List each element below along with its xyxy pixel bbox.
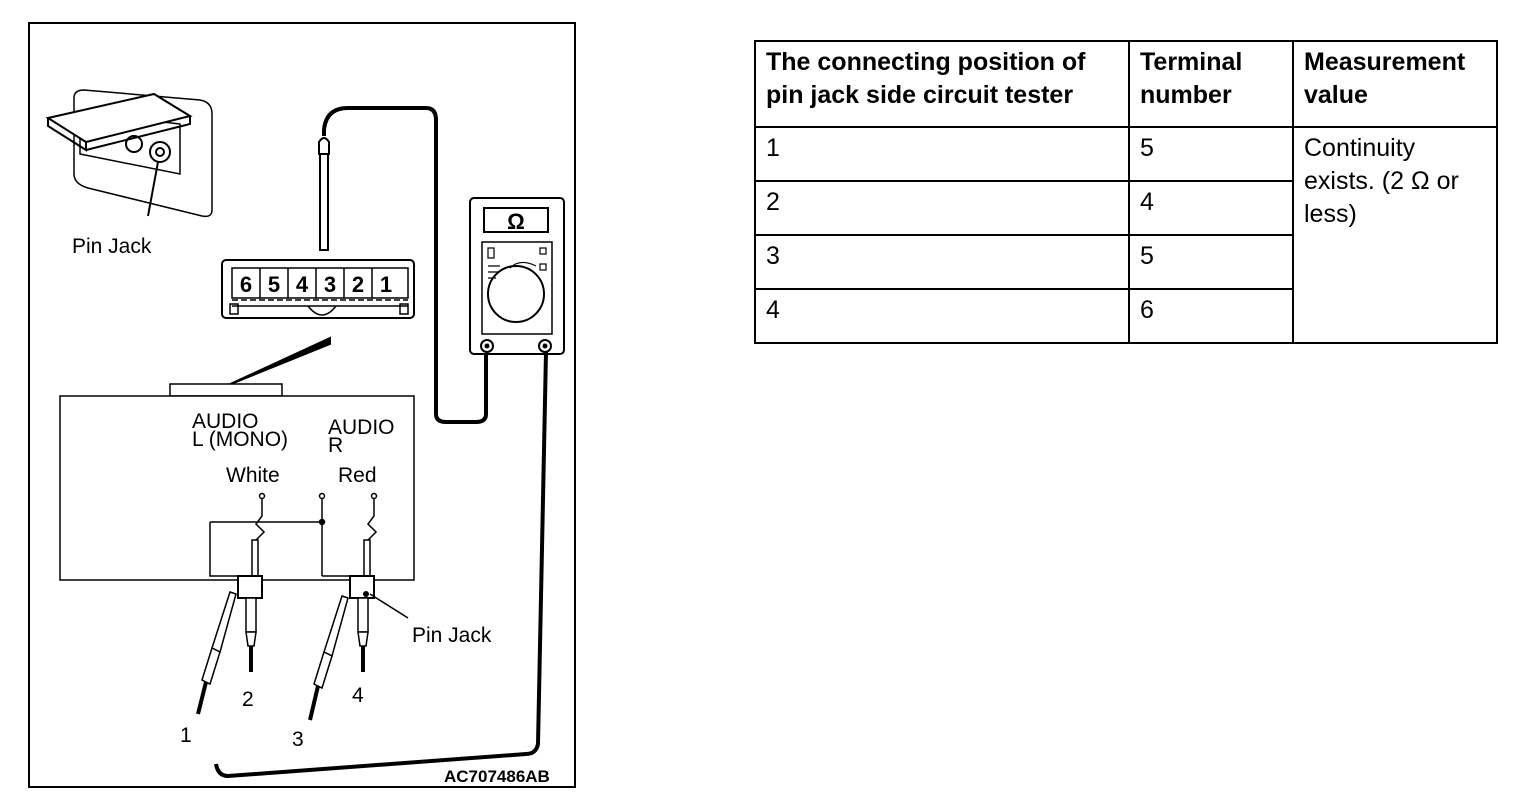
cell-terminal: 5	[1128, 126, 1294, 182]
connector-pointer-wedge	[225, 336, 331, 387]
pin-jack-panel-illustration	[45, 89, 213, 218]
connector-pin-5: 5	[268, 272, 280, 297]
cell-position: 3	[754, 234, 1130, 290]
header-connecting-position: The connecting position of pin jack side…	[754, 40, 1130, 128]
probe-lead-right	[214, 351, 548, 779]
connector-pin-3: 3	[324, 272, 336, 297]
wiring-diagram: Pin Jack 6 5 4 3 2 1	[45, 89, 565, 786]
measurement-table: The connecting position of pin jack side…	[754, 40, 1498, 344]
cell-position: 1	[754, 126, 1130, 182]
table-row: 4 6	[754, 288, 1497, 344]
connector	[221, 259, 415, 319]
cell-position: 4	[754, 288, 1130, 344]
table-row: 3 5	[754, 234, 1497, 290]
plug-number-3: 3	[292, 728, 304, 751]
audio-left-label: AUDIO	[192, 410, 259, 433]
header-measurement-value: Measurement value	[1292, 40, 1498, 128]
header-terminal-number: Terminal number	[1128, 40, 1294, 128]
red-label: Red	[338, 464, 377, 487]
multimeter	[469, 197, 565, 355]
connector-pin-4: 4	[296, 272, 309, 297]
table-header-row: The connecting position of pin jack side…	[754, 40, 1498, 128]
cell-terminal: 5	[1128, 234, 1294, 290]
pin-jack-left	[196, 539, 263, 715]
connector-pin-2: 2	[352, 272, 364, 297]
audio-right-sub: R	[328, 434, 343, 457]
internal-wiring	[209, 492, 378, 577]
cell-terminal: 6	[1128, 288, 1294, 344]
audio-unit-box	[59, 383, 415, 581]
plug-number-4: 4	[352, 684, 364, 707]
table-row: 2 4	[754, 180, 1497, 236]
cell-position: 2	[754, 180, 1130, 236]
pin-jack-right	[308, 539, 409, 721]
wiring-diagram-figure: Pin Jack 6 5 4 3 2 1	[28, 22, 576, 788]
pin-jack-label-top: Pin Jack	[72, 235, 152, 258]
probe-lead-left	[318, 106, 488, 424]
meter-ohm-symbol: Ω	[507, 209, 525, 234]
connector-pin-1: 1	[380, 272, 392, 297]
audio-left-sub: L (MONO)	[192, 428, 288, 451]
plug-number-2: 2	[242, 688, 254, 711]
table-row: 1 5 Continuity exists. (2 Ω or less)	[754, 126, 1498, 344]
pin-jack-label-right: Pin Jack	[412, 624, 492, 647]
cell-measurement-value: Continuity exists. (2 Ω or less)	[1292, 126, 1498, 344]
cell-terminal: 4	[1128, 180, 1294, 236]
white-label: White	[226, 464, 280, 487]
figure-code: AC707486AB	[444, 767, 550, 786]
audio-right-label: AUDIO	[328, 416, 395, 439]
connector-pin-6: 6	[240, 272, 252, 297]
plug-number-1: 1	[180, 724, 192, 747]
